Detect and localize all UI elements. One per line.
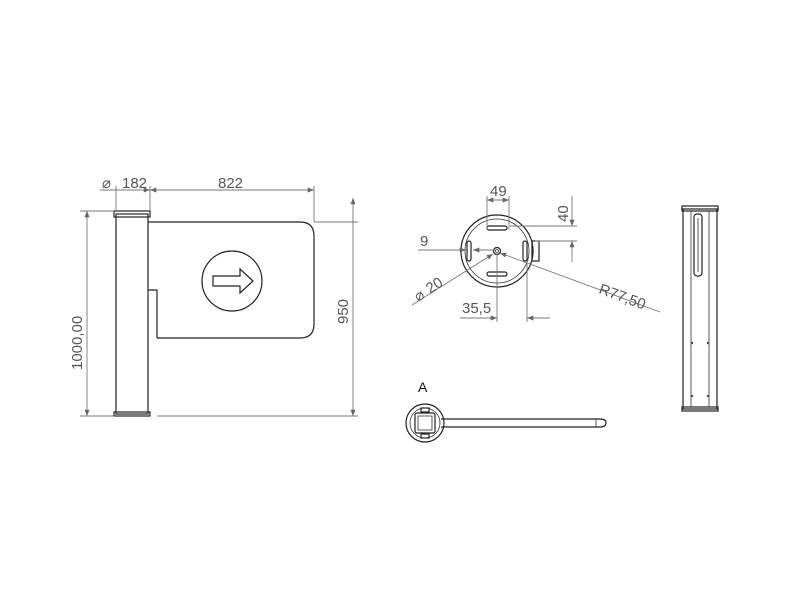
section-arm	[441, 418, 607, 428]
dim-diameter-symbol: ⌀	[102, 175, 111, 192]
dim-width-822: 822	[218, 175, 243, 192]
door-panel	[148, 221, 315, 339]
top-view: 49 40 9 ⌀ 20 35,5 R77,50	[411, 183, 661, 322]
section-view-a: A	[405, 379, 607, 443]
dim-height-1000: 1000,00	[69, 316, 86, 370]
side-post-cap	[681, 205, 719, 212]
dim-40: 40	[555, 205, 572, 222]
dim-dia20-symbol: ⌀	[411, 286, 428, 305]
section-core	[414, 412, 436, 434]
post-base	[113, 411, 151, 417]
side-view	[681, 205, 719, 412]
section-post-outer	[405, 403, 445, 443]
post-cap	[113, 210, 151, 218]
hinge-bracket	[148, 289, 158, 338]
direction-circle	[201, 250, 263, 312]
front-view: ⌀ 182 822 1000,00 950	[69, 175, 358, 417]
direction-arrow-icon	[212, 267, 254, 295]
slot-right	[522, 240, 528, 262]
side-post-body	[682, 208, 718, 410]
dim-diameter-182: 182	[122, 175, 147, 192]
side-post-base	[681, 406, 719, 412]
slot-left	[466, 240, 472, 262]
dim-r77-50: R77,50	[597, 281, 648, 314]
center-hole	[492, 246, 502, 256]
dim-35-5: 35,5	[462, 300, 491, 317]
slot-top	[486, 225, 508, 231]
side-hinge-plate	[693, 213, 703, 277]
section-label: A	[418, 379, 428, 395]
dim-height-950: 950	[335, 299, 352, 324]
dim-9: 9	[420, 233, 428, 250]
dim-49: 49	[490, 183, 507, 200]
dim-dia20: 20	[423, 274, 446, 297]
post-body	[115, 213, 149, 415]
